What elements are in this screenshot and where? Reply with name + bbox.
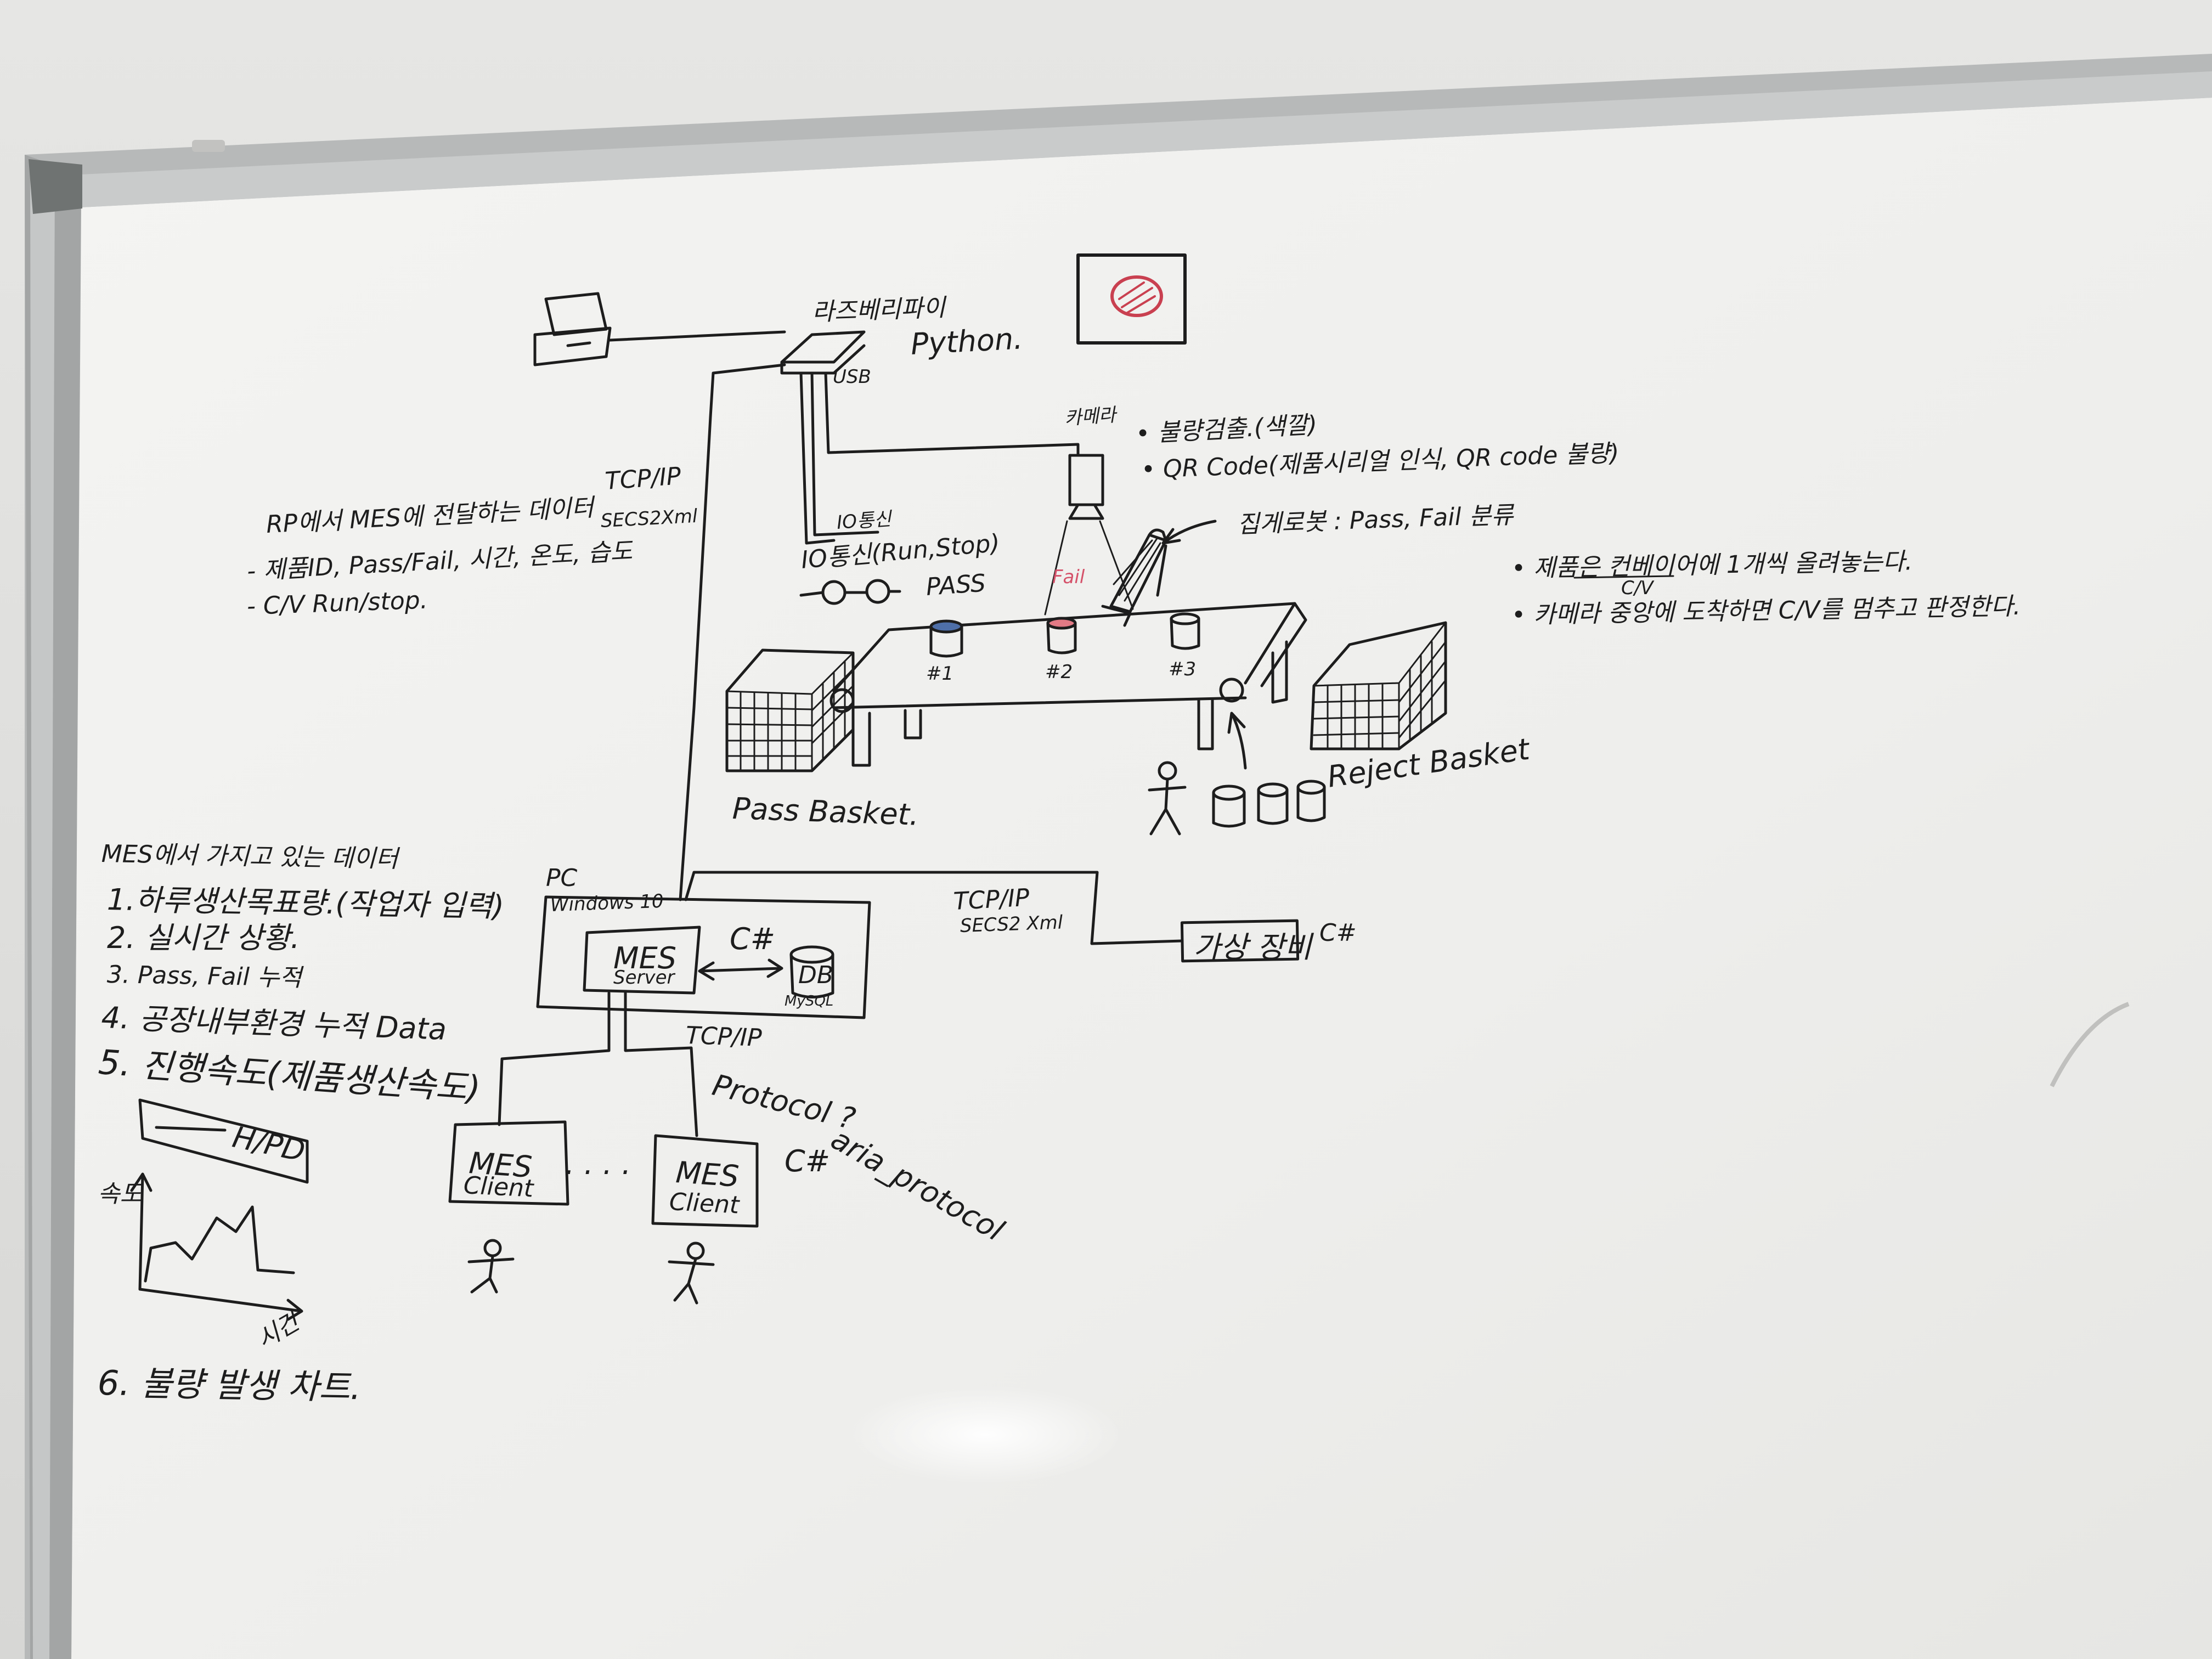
server-to-client1-line [498, 991, 611, 1126]
pc-box [536, 895, 871, 1019]
client-user-figure-2 [668, 1242, 715, 1305]
process-note-1: • 제품은 컨베이어에 1개씩 올려놓는다. [1511, 548, 1913, 583]
server-to-client2-line [624, 991, 698, 1137]
conveyor-item-2 [1046, 617, 1077, 654]
pass-label: PASS [925, 569, 987, 601]
motor-symbols [799, 579, 901, 605]
windows-label: Windows 10 [550, 890, 664, 916]
robot-pointer-arrow [1161, 520, 1217, 545]
tcp-ip-top-label: TCP/IP [604, 462, 682, 495]
virtual-device-box [1180, 919, 1300, 963]
camera-label: 카메라 [1063, 404, 1117, 430]
client-user-figure-1 [467, 1239, 515, 1294]
mes-server-label-1: MES [613, 941, 676, 975]
python-label: Python. [910, 321, 1024, 362]
hp-display-frame [138, 1098, 309, 1184]
conveyor-belt [830, 602, 1307, 767]
item-label-3: #3 [1169, 658, 1197, 680]
reject-return-arrow [1227, 712, 1247, 770]
tcp-ip-mid-label: TCP/IP [952, 883, 1030, 916]
pass-basket [725, 648, 855, 772]
gripper-robot-arm [1101, 528, 1167, 627]
item-label-2: #2 [1045, 661, 1073, 683]
pc-label: PC [546, 864, 578, 892]
client-csharp-label: C# [785, 1144, 830, 1178]
camera-device [1068, 454, 1104, 520]
database-cylinder [789, 945, 834, 998]
virtual-device-label: 가상 장비 [1193, 930, 1312, 964]
reject-basket [1310, 621, 1447, 751]
camera-view-cone [1044, 520, 1134, 616]
pi-to-pc-tcp-line [679, 363, 786, 901]
fail-label: Fail [1052, 566, 1085, 588]
server-db-arrow [698, 958, 783, 981]
pi-io-line-2 [810, 371, 879, 537]
pc-to-virtual-device-line [684, 871, 1184, 945]
rejected-items [1212, 780, 1326, 828]
mes-client-1-label-b: Client [462, 1171, 534, 1203]
mes-data-item-3: 3. Pass, Fail 누적 [106, 961, 302, 992]
mysql-label: MySQL [785, 993, 834, 1009]
clients-ellipsis: . . . . [565, 1147, 631, 1181]
red-indicator-sign [1076, 253, 1187, 345]
mes-server-box [583, 926, 701, 995]
hp-display-line [155, 1126, 227, 1132]
mes-data-header: MES에서 가지고 있는 데이터 [101, 840, 398, 873]
speed-axis-label: 속도 [98, 1180, 142, 1208]
mes-server-label-2: Server [613, 967, 675, 989]
usb-label: USB [833, 366, 871, 388]
conveyor-item-3 [1170, 612, 1200, 650]
db-label: DB [798, 961, 834, 989]
pi-to-camera-line [824, 371, 1080, 457]
io-label: IO통신 [836, 508, 892, 534]
mes-client-2-label-a: MES [674, 1155, 740, 1194]
mes-client-box-1 [448, 1120, 569, 1206]
mes-client-box-2 [651, 1134, 759, 1228]
secs-mid-label: SECS2 Xml [960, 911, 1063, 937]
pass-basket-label: Pass Basket. [731, 791, 920, 832]
server-csharp-label: C# [730, 922, 775, 956]
laptop-to-pi-line [608, 330, 786, 342]
mes-client-2-label-b: Client [668, 1188, 740, 1220]
mes-data-item-6: 6. 불량 발생 차트. [97, 1363, 362, 1408]
mes-data-item-2: 2. 실시간 상황. [107, 921, 300, 955]
raspberry-pi-board [780, 330, 866, 375]
raspberry-pi-label: 라즈베리파이 [811, 294, 946, 326]
virtual-device-csharp: C# [1319, 919, 1357, 947]
speed-chart-sketch [130, 1172, 303, 1321]
cv-underline [1573, 575, 1674, 579]
tcp-ip-low-label: TCP/IP [685, 1022, 763, 1052]
operator-figure [1148, 761, 1187, 836]
conveyor-item-1 [929, 619, 963, 658]
pi-io-line-1 [799, 371, 836, 545]
cv-abbrev-label: C/V [1621, 577, 1654, 599]
laptop-icon [533, 292, 612, 366]
item-label-1: #1 [926, 663, 954, 685]
